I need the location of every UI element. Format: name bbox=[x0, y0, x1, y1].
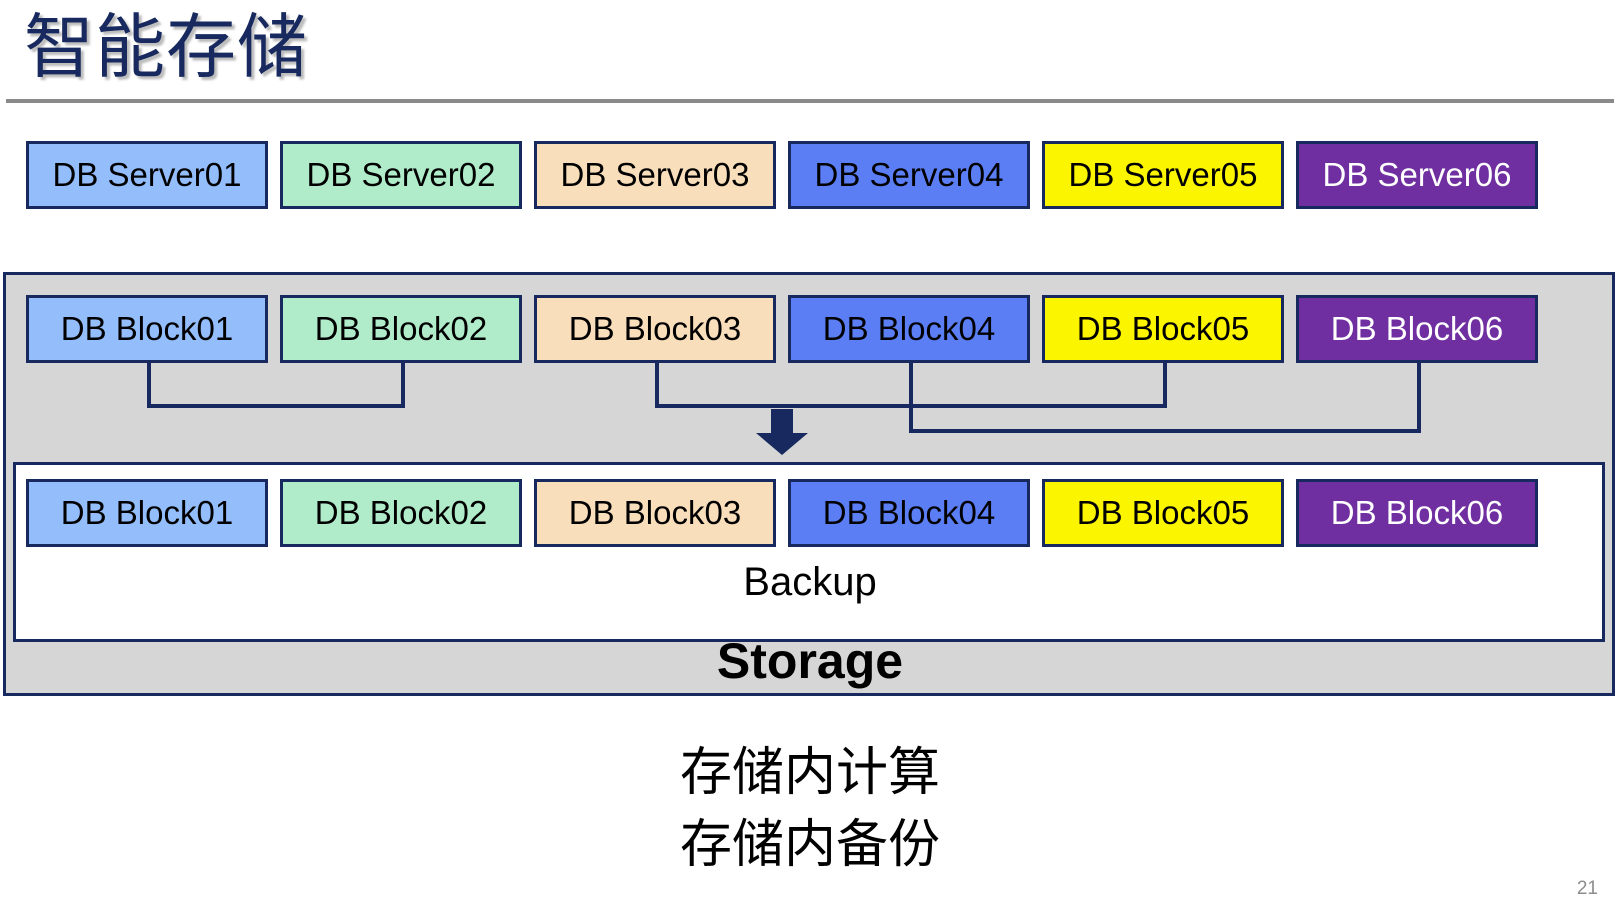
storage-label: Storage bbox=[716, 633, 904, 689]
db-block-backup-node-label: DB Block05 bbox=[1076, 494, 1250, 531]
db-block-backup-node-label: DB Block04 bbox=[822, 494, 996, 531]
db-server-node-label: DB Server05 bbox=[1068, 156, 1258, 193]
db-block-backup-node-5: DB Block05 bbox=[1042, 479, 1284, 547]
db-server-node-label: DB Server01 bbox=[52, 156, 242, 193]
db-server-node-6: DB Server06 bbox=[1296, 141, 1538, 209]
db-block-node-label: DB Block04 bbox=[822, 310, 996, 347]
db-block-node-4: DB Block04 bbox=[788, 295, 1030, 363]
caption-line-1: 存储内计算 bbox=[679, 744, 940, 802]
block01-block02-link-cross-bar bbox=[147, 404, 405, 408]
db-block-node-label: DB Block02 bbox=[314, 310, 488, 347]
slide-caption: 存储内计算 存储内备份 bbox=[0, 737, 1620, 881]
db-block-backup-node-3: DB Block03 bbox=[534, 479, 776, 547]
db-server-node-2: DB Server02 bbox=[280, 141, 522, 209]
backup-flow-arrow-icon bbox=[752, 409, 812, 455]
block03-block05-link-left-stem bbox=[655, 363, 659, 404]
db-block-node-label: DB Block05 bbox=[1076, 310, 1250, 347]
db-block-node-label: DB Block06 bbox=[1330, 310, 1504, 347]
block04-block06-link-right-stem bbox=[1417, 363, 1421, 429]
db-server-node-3: DB Server03 bbox=[534, 141, 776, 209]
caption-line-2: 存储内备份 bbox=[679, 816, 940, 874]
backup-label: Backup bbox=[743, 560, 877, 604]
db-server-node-5: DB Server05 bbox=[1042, 141, 1284, 209]
db-block-backup-node-1: DB Block01 bbox=[26, 479, 268, 547]
page-number: 21 bbox=[1576, 878, 1598, 899]
db-block-node-6: DB Block06 bbox=[1296, 295, 1538, 363]
db-block-backup-node-6: DB Block06 bbox=[1296, 479, 1538, 547]
db-block-node-3: DB Block03 bbox=[534, 295, 776, 363]
db-server-node-1: DB Server01 bbox=[26, 141, 268, 209]
block01-block02-link-left-stem bbox=[147, 363, 151, 404]
db-block-backup-node-4: DB Block04 bbox=[788, 479, 1030, 547]
db-block-backup-node-label: DB Block02 bbox=[314, 494, 488, 531]
db-block-node-label: DB Block01 bbox=[60, 310, 234, 347]
db-server-node-label: DB Server02 bbox=[306, 156, 496, 193]
db-block-backup-node-label: DB Block06 bbox=[1330, 494, 1504, 531]
db-server-node-4: DB Server04 bbox=[788, 141, 1030, 209]
db-block-backup-node-2: DB Block02 bbox=[280, 479, 522, 547]
db-server-node-label: DB Server06 bbox=[1322, 156, 1512, 193]
block04-block06-link-left-stem bbox=[909, 363, 913, 429]
db-block-node-5: DB Block05 bbox=[1042, 295, 1284, 363]
db-block-backup-node-label: DB Block03 bbox=[568, 494, 742, 531]
page-title: 智能存储 bbox=[24, 8, 308, 86]
db-block-node-label: DB Block03 bbox=[568, 310, 742, 347]
title-divider bbox=[6, 99, 1614, 103]
db-block-node-2: DB Block02 bbox=[280, 295, 522, 363]
db-server-node-label: DB Server03 bbox=[560, 156, 750, 193]
block01-block02-link-right-stem bbox=[401, 363, 405, 404]
block04-block06-link-cross-bar bbox=[909, 429, 1421, 433]
db-block-node-1: DB Block01 bbox=[26, 295, 268, 363]
db-block-backup-node-label: DB Block01 bbox=[60, 494, 234, 531]
db-server-node-label: DB Server04 bbox=[814, 156, 1004, 193]
block03-block05-link-right-stem bbox=[1163, 363, 1167, 404]
